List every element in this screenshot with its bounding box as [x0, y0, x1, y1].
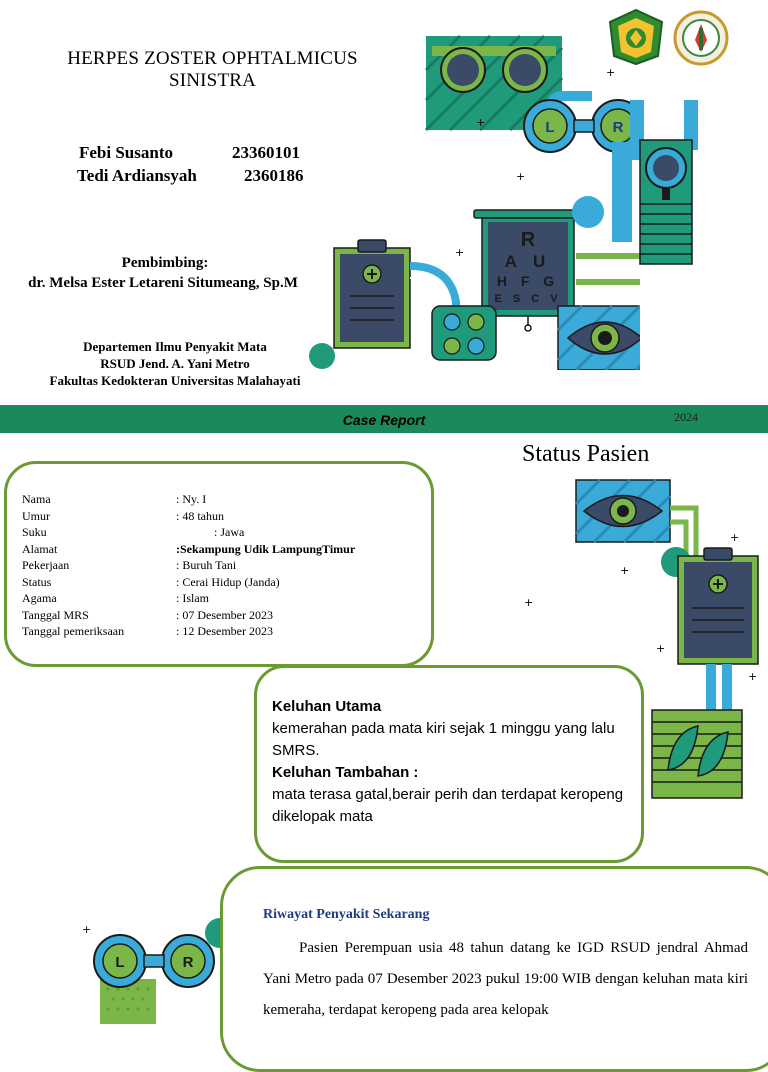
author-2-id: 2360186 — [244, 166, 304, 185]
field-label: Pekerjaan — [22, 558, 70, 572]
band-year: 2024 — [674, 410, 698, 424]
faculty: Fakultas Kedokteran Universitas Malahaya… — [49, 373, 301, 388]
history-text: Pasien Perempuan usia 48 tahun datang ke… — [263, 940, 748, 1018]
complaint-box: Keluhan Utama kemerahan pada mata kiri s… — [254, 665, 644, 863]
university-logo-icon — [608, 8, 664, 66]
svg-text:+: + — [730, 531, 739, 544]
hospital-logo-icon — [673, 10, 729, 66]
pills-icon — [431, 305, 497, 361]
field-label: Nama — [22, 492, 51, 506]
hospital: RSUD Jend. A. Yani Metro — [100, 356, 250, 371]
eye-icon — [574, 478, 672, 544]
author-1-name: Febi Susanto — [79, 143, 173, 162]
eye-chart: R A U H F G E S C V — [473, 209, 577, 332]
trial-lens-icon: L R — [523, 91, 640, 153]
field-value: : 07 Desember 2023 — [176, 607, 273, 622]
field-label: Tanggal MRS — [22, 607, 89, 622]
patient-identity-fields: Nama : Ny. I Umur : 48 tahun Suku : Jawa Al… — [4, 461, 434, 667]
svg-text:L: L — [115, 954, 124, 971]
svg-text:+: + — [620, 564, 629, 577]
main-complaint-label: Keluhan Utama — [272, 698, 382, 715]
field-label: Agama — [22, 591, 57, 605]
field-value: : Ny. I — [176, 492, 207, 506]
field-label: Status — [22, 574, 52, 589]
svg-text:+: + — [82, 923, 91, 936]
supervisor-label: Pembimbing: — [121, 255, 209, 271]
svg-text:R: R — [521, 229, 536, 251]
svg-text:A U: A U — [505, 252, 552, 271]
supervisor-name: dr. Melsa Ester Letareni Situmeang, Sp.M — [28, 275, 298, 291]
field-value: : Cerai Hidup (Janda) — [176, 574, 280, 589]
author-2-name: Tedi Ardiansyah — [77, 166, 197, 185]
complaint-content: Keluhan Utama kemerahan pada mata kiri s… — [272, 696, 627, 828]
svg-text:R: R — [183, 954, 194, 971]
clipboard-icon — [333, 239, 411, 349]
field-value: : Islam — [176, 591, 209, 605]
svg-text:+: + — [606, 66, 615, 79]
field-value: : Jawa — [214, 525, 245, 539]
eye-icon — [556, 304, 640, 370]
clipboard-icon — [677, 547, 759, 665]
field-label: Alamat — [22, 541, 58, 556]
field-value: : 48 tahun — [176, 508, 224, 523]
ophthalmology-illustration: L R R A U H F G E S C V — [309, 34, 640, 370]
svg-text:+: + — [748, 670, 757, 683]
main-complaint-text: kemerahan pada mata kiri sejak 1 minggu … — [272, 720, 615, 759]
magnifier-panel-icon — [630, 100, 698, 265]
status-illustration: + + + + + — [524, 478, 759, 799]
svg-text:E S C V: E S C V — [494, 293, 561, 305]
field-label: Tanggal pemeriksaan — [22, 624, 125, 638]
department: Departemen Ilmu Penyakit Mata — [83, 339, 267, 354]
title-line-2: SINISTRA — [168, 70, 257, 91]
trial-lens-icon: L R + — [82, 918, 230, 1024]
svg-text:+: + — [476, 116, 485, 129]
svg-text:+: + — [524, 596, 533, 609]
band-title: Case Report — [342, 412, 426, 428]
svg-text:H F G: H F G — [497, 273, 559, 289]
additional-complaint-label: Keluhan Tambahan : — [272, 764, 419, 781]
additional-complaint-text: mata terasa gatal,berair perih dan terda… — [272, 786, 624, 825]
report-title: HERPES ZOSTER OPHTALMICUS SINISTRA — [40, 48, 385, 92]
field-value: :Sekampung Udik LampungTimur — [176, 541, 356, 556]
title-line-1: HERPES ZOSTER OPHTALMICUS — [67, 48, 358, 69]
contact-lens-icon — [651, 709, 743, 799]
section-band — [0, 405, 768, 433]
field-value: : 12 Desember 2023 — [176, 624, 273, 638]
affiliation: Departemen Ilmu Penyakit Mata RSUD Jend.… — [20, 338, 330, 389]
status-title: Status Pasien — [522, 441, 650, 467]
field-label: Suku — [22, 525, 47, 539]
history-heading: Riwayat Penyakit Sekarang — [263, 907, 430, 922]
patient-identity-box — [4, 461, 434, 667]
svg-text:+: + — [455, 246, 464, 259]
magnifier-icon — [612, 142, 632, 242]
glasses-icon — [424, 34, 564, 132]
svg-text:+: + — [656, 642, 665, 655]
svg-text:+: + — [516, 170, 525, 183]
author-1-id: 23360101 — [232, 143, 300, 162]
field-value: : Buruh Tani — [176, 558, 237, 572]
svg-text:L: L — [545, 119, 554, 136]
svg-text:R: R — [613, 119, 624, 136]
field-label: Umur — [22, 508, 50, 523]
